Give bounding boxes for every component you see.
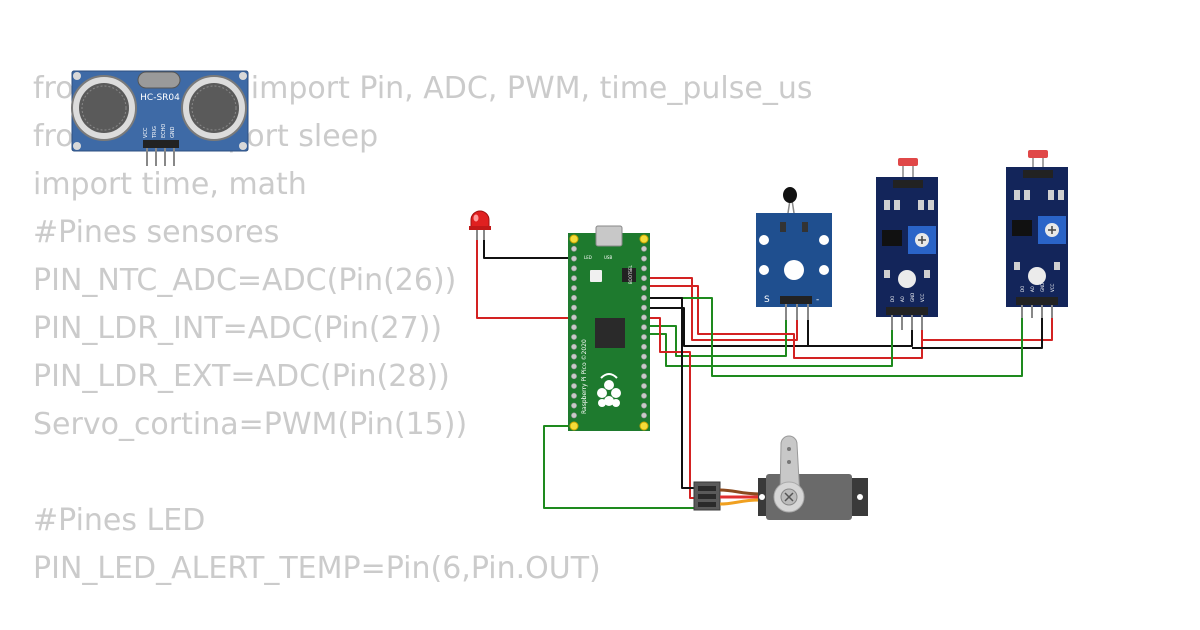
code-line-3: import time, math: [33, 167, 307, 202]
pin-label-echo: ECHO: [161, 124, 167, 138]
code-line-11: PIN_LED_ALERT_TEMP=Pin(6,Pin.OUT): [33, 551, 601, 586]
pico-pin[interactable]: [571, 373, 577, 380]
wire-ntc-gnd[interactable]: [644, 307, 809, 347]
pico-pin[interactable]: [641, 324, 647, 331]
ldr1-pin-vcc: VCC: [920, 293, 925, 302]
code-line-5: PIN_NTC_ADC=ADC(Pin(26)): [33, 263, 457, 298]
pico-pin[interactable]: [571, 343, 577, 350]
raspberry-logo-icon: [597, 373, 621, 407]
pico-pin[interactable]: [571, 383, 577, 389]
pico-pins-left[interactable]: [571, 236, 577, 429]
wire-ntc-vcc[interactable]: [644, 277, 798, 341]
pin-label-gnd: GND: [170, 126, 176, 138]
code-line-4: #Pines sensores: [33, 215, 280, 250]
thermistor: [783, 187, 797, 203]
pico-usb-label: USB: [604, 255, 612, 260]
pico-pin[interactable]: [641, 245, 647, 252]
ldr1-pin-gnd: GND: [910, 293, 915, 302]
pico-pin[interactable]: [641, 285, 647, 291]
wire-ldr2-gnd[interactable]: [912, 308, 1043, 349]
pico-pin[interactable]: [641, 373, 647, 380]
pico-pin[interactable]: [641, 363, 647, 370]
pin-label-trig: TRIG: [152, 126, 158, 139]
wire-servo-gnd[interactable]: [644, 297, 698, 489]
wire-ldr1-ao[interactable]: [644, 318, 893, 367]
pico-pin[interactable]: [571, 334, 577, 340]
transducer-right: [181, 75, 247, 141]
pico-led-label: LED: [584, 255, 592, 260]
raspberry-pi-pico[interactable]: LED USB BOOTSEL Raspberry Pi Pico ©2020: [568, 225, 650, 431]
ldr2-pin-gnd: GND: [1040, 283, 1045, 292]
photoresistor-2: [1028, 150, 1048, 158]
code-line-10: #Pines LED: [33, 503, 206, 538]
ldr-module-2[interactable]: DO AO GND VCC: [1006, 150, 1068, 318]
wire-servo-signal[interactable]: [543, 425, 698, 509]
pico-pin[interactable]: [571, 363, 577, 370]
pico-board-label: Raspberry Pi Pico ©2020: [581, 339, 588, 414]
pico-pin[interactable]: [571, 324, 577, 331]
pico-pin[interactable]: [641, 294, 647, 301]
ntc-temperature-module[interactable]: S -: [756, 187, 832, 320]
wire-ldr2-vcc[interactable]: [922, 308, 1053, 341]
wire-led-anode[interactable]: [476, 238, 574, 319]
pico-pin[interactable]: [641, 265, 647, 272]
pico-pin[interactable]: [571, 275, 577, 282]
ntc-signal-label: S: [764, 295, 770, 305]
pico-pin[interactable]: [641, 383, 647, 389]
pico-pin[interactable]: [571, 314, 577, 321]
ldr1-pin-ao: AO: [900, 296, 905, 302]
ldr2-pin-ao: AO: [1030, 286, 1035, 292]
wire-ldr1-vcc[interactable]: [644, 285, 923, 359]
wire-ntc-signal[interactable]: [644, 308, 787, 357]
ldr-module-1[interactable]: DO AO GND VCC: [876, 158, 938, 330]
rp2040-chip: [595, 318, 625, 348]
flash-chip: [622, 268, 636, 282]
pico-pin[interactable]: [641, 275, 647, 282]
pico-pin[interactable]: [641, 402, 647, 409]
code-line-7: PIN_LDR_EXT=ADC(Pin(28)): [33, 359, 450, 394]
wire-servo-vcc[interactable]: [644, 317, 698, 499]
hc-sr04-label: HC-SR04: [140, 93, 180, 103]
pico-pin[interactable]: [571, 353, 577, 360]
hc-sr04-sensor[interactable]: HC-SR04 VCC TRIG ECHO GND: [71, 70, 249, 166]
pico-pin[interactable]: [571, 402, 577, 409]
ldr2-pin-do: DO: [1020, 286, 1025, 292]
pico-pin[interactable]: [641, 314, 647, 321]
pico-pin[interactable]: [641, 304, 647, 311]
pico-pin[interactable]: [641, 353, 647, 360]
code-line-6: PIN_LDR_INT=ADC(Pin(27)): [33, 311, 443, 346]
pico-pin[interactable]: [571, 245, 577, 252]
photoresistor-1: [898, 158, 918, 166]
hc-sr04-header-pins[interactable]: [143, 140, 179, 166]
wire-led-gnd[interactable]: [483, 238, 574, 259]
ntc-gnd-label: -: [816, 295, 819, 305]
wire-ldr1-gnd[interactable]: [808, 318, 913, 347]
bootsel-button[interactable]: [590, 270, 602, 282]
code-line-8: Servo_cortina=PWM(Pin(15)): [33, 407, 468, 442]
pico-pin[interactable]: [641, 334, 647, 340]
pico-pin[interactable]: [571, 255, 577, 262]
pico-pin[interactable]: [641, 412, 647, 419]
pico-bootsel-label: BOOTSEL: [628, 265, 633, 284]
crystal-oscillator: [137, 71, 181, 89]
red-led[interactable]: [469, 210, 491, 240]
pico-pin[interactable]: [571, 412, 577, 419]
ldr1-pin-do: DO: [890, 296, 895, 302]
pico-pin[interactable]: [641, 255, 647, 262]
pico-pin[interactable]: [571, 304, 577, 311]
pico-pin[interactable]: [571, 392, 577, 399]
pico-pin[interactable]: [571, 294, 577, 301]
wire-ldr2-ao[interactable]: [644, 297, 1023, 377]
ldr2-pin-vcc: VCC: [1050, 283, 1055, 292]
usb-connector: [595, 225, 623, 247]
pico-pin[interactable]: [571, 285, 577, 291]
transducer-left: [71, 75, 137, 141]
pico-pin[interactable]: [641, 392, 647, 399]
pin-label-vcc: VCC: [143, 127, 149, 138]
servo-motor[interactable]: [693, 435, 868, 520]
pico-pin[interactable]: [571, 265, 577, 272]
pico-pin[interactable]: [641, 343, 647, 350]
